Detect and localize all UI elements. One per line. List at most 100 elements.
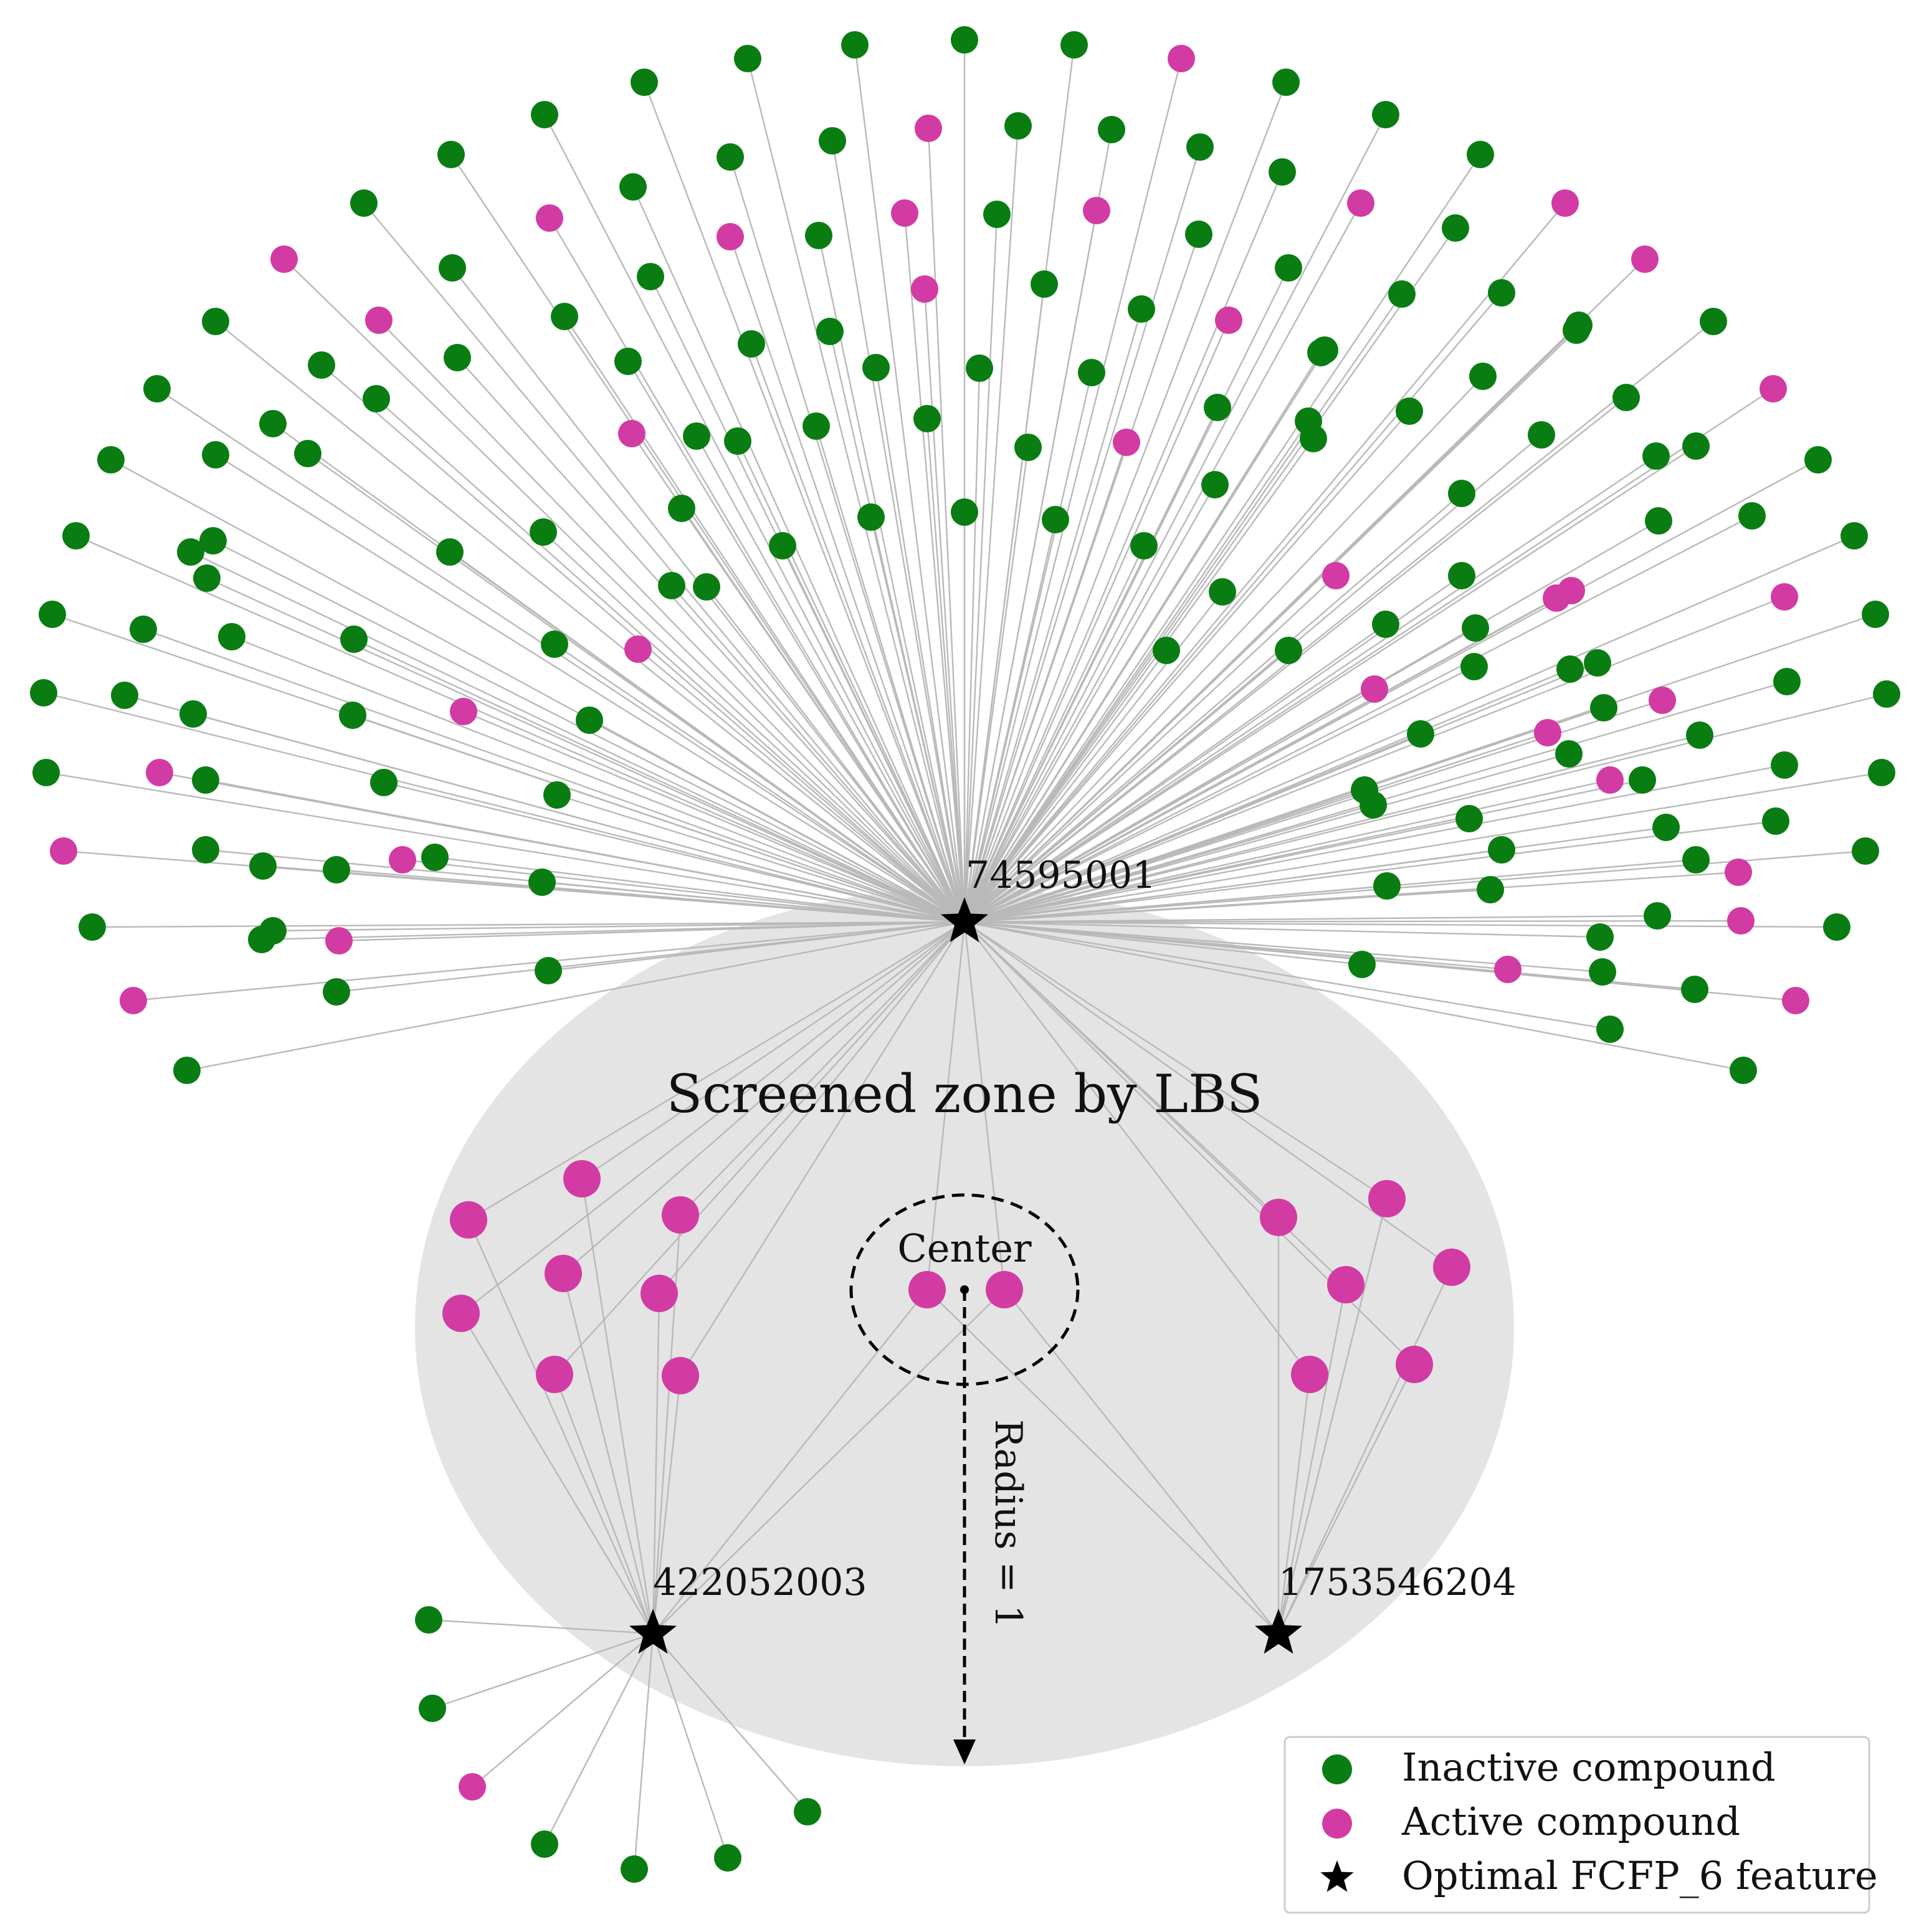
inactive-compound-node <box>658 572 685 599</box>
edge-inactive-compound <box>964 650 1167 923</box>
inactive-compound-node <box>350 189 378 217</box>
inactive-compound-node <box>1448 562 1475 589</box>
active-compound-node <box>1649 687 1676 714</box>
inactive-compound-node <box>439 254 466 282</box>
active-compound-node <box>270 245 298 273</box>
inactive-compound-node <box>862 354 890 381</box>
edge-inactive-compound <box>964 915 1658 923</box>
active-compound-node <box>1291 1356 1328 1393</box>
edge-inactive-compound <box>363 202 965 923</box>
inactive-compound-node <box>1738 502 1766 530</box>
inactive-compound-node <box>734 45 761 72</box>
inactive-compound-node <box>1686 721 1713 749</box>
edge-inactive-compound <box>964 411 1410 923</box>
edge-inactive-compound <box>964 693 1887 923</box>
inactive-compound-node <box>421 844 449 871</box>
inactive-compound-node <box>143 375 171 402</box>
edge-inactive-compound <box>964 921 1744 1072</box>
edge-inactive-compound <box>964 321 1714 923</box>
edge-inactive-compound <box>215 454 965 923</box>
inactive-compound-node <box>1682 846 1710 873</box>
inactive-compound-node <box>437 141 465 168</box>
edge-zone-compound <box>467 1219 654 1634</box>
inactive-compound-node <box>1873 680 1900 708</box>
inactive-compound-node <box>1130 532 1158 559</box>
active-compound-node <box>536 1356 573 1393</box>
active-compound-node <box>1494 956 1522 983</box>
edge-inactive-compound <box>964 859 1697 923</box>
legend-inactive-label: Inactive compound <box>1402 1744 1776 1790</box>
legend-inactive-marker <box>1322 1754 1352 1784</box>
inactive-compound-node <box>1555 740 1583 768</box>
inactive-compound-node <box>1462 614 1489 642</box>
edge-inactive-compound <box>563 316 966 923</box>
inactive-compound-node <box>841 31 869 59</box>
edge-zone-compound <box>1277 1284 1347 1634</box>
inactive-compound-node <box>1204 394 1231 421</box>
inactive-compound-node <box>179 700 207 728</box>
edge-inactive-compound <box>854 44 966 923</box>
edge-zone-compound <box>1277 1374 1311 1634</box>
active-compound-node <box>1361 675 1388 703</box>
edge-inactive-compound <box>963 283 1045 923</box>
edge-active-compound <box>283 259 965 923</box>
inactive-compound-node <box>1372 101 1399 128</box>
active-compound-node <box>1534 719 1561 746</box>
edge-zone-compound <box>652 1375 682 1634</box>
inactive-compound-node <box>294 440 321 467</box>
edge-zone-compound <box>554 921 965 1375</box>
inactive-compound-node <box>1596 1016 1624 1043</box>
edge-inactive-compound <box>964 455 1657 923</box>
active-compound-node <box>120 987 147 1014</box>
inactive-compound-node <box>551 303 578 330</box>
edge-inactive-compound <box>963 82 1287 923</box>
inactive-compound-node <box>62 522 90 550</box>
inactive-compound-node <box>1645 507 1672 535</box>
inactive-compound-node <box>913 405 941 432</box>
inactive-compound-node <box>1201 471 1229 498</box>
edge-inactive-compound <box>746 58 966 923</box>
active-compound-node <box>146 759 173 786</box>
edge-active-compound <box>964 202 1566 923</box>
edge-zone-compound <box>581 921 965 1179</box>
active-compound-node <box>1347 189 1374 217</box>
hub-label-74595001: 74595001 <box>966 854 1156 897</box>
edge-inactive-compound <box>193 713 965 923</box>
inactive-compound-node <box>199 527 227 554</box>
active-compound-node <box>1596 766 1624 794</box>
active-compound-node <box>1113 429 1140 456</box>
edge-inactive-compound <box>815 426 966 923</box>
edge-inactive-compound <box>428 1619 654 1635</box>
active-compound-node <box>1260 1199 1297 1236</box>
edge-zone-compound <box>964 921 1388 1200</box>
inactive-compound-node <box>1590 694 1617 721</box>
inactive-compound-node <box>619 173 647 201</box>
inactive-compound-node <box>1078 359 1105 386</box>
inactive-compound-node <box>1186 133 1214 161</box>
edge-active-compound <box>338 921 965 942</box>
inactive-compound-node <box>1272 69 1300 96</box>
edge-inactive-compound <box>964 921 1601 938</box>
edge-inactive-compound <box>231 635 965 923</box>
edge-inactive-compound <box>681 508 965 923</box>
active-compound-node <box>986 1271 1023 1308</box>
inactive-compound-node <box>370 769 398 796</box>
active-compound-node <box>908 1271 946 1308</box>
inactive-compound-node <box>1804 446 1832 473</box>
inactive-compound-node <box>1682 432 1710 460</box>
edge-inactive-compound <box>652 1633 808 1812</box>
edge-inactive-compound <box>186 921 965 1072</box>
edge-zone-compound <box>460 1313 654 1634</box>
edge-inactive-compound <box>457 357 965 923</box>
inactive-compound-node <box>1852 837 1879 865</box>
edge-inactive-compound <box>964 849 1502 923</box>
edge-inactive-compound <box>926 418 966 923</box>
edge-inactive-compound <box>695 435 966 923</box>
active-compound-node <box>536 204 563 232</box>
edge-inactive-compound <box>964 789 1365 923</box>
edge-inactive-compound <box>543 114 966 923</box>
edge-inactive-compound <box>627 361 966 923</box>
inactive-compound-node <box>340 626 368 653</box>
active-compound-node <box>618 420 645 447</box>
inactive-compound-node <box>1348 951 1376 978</box>
